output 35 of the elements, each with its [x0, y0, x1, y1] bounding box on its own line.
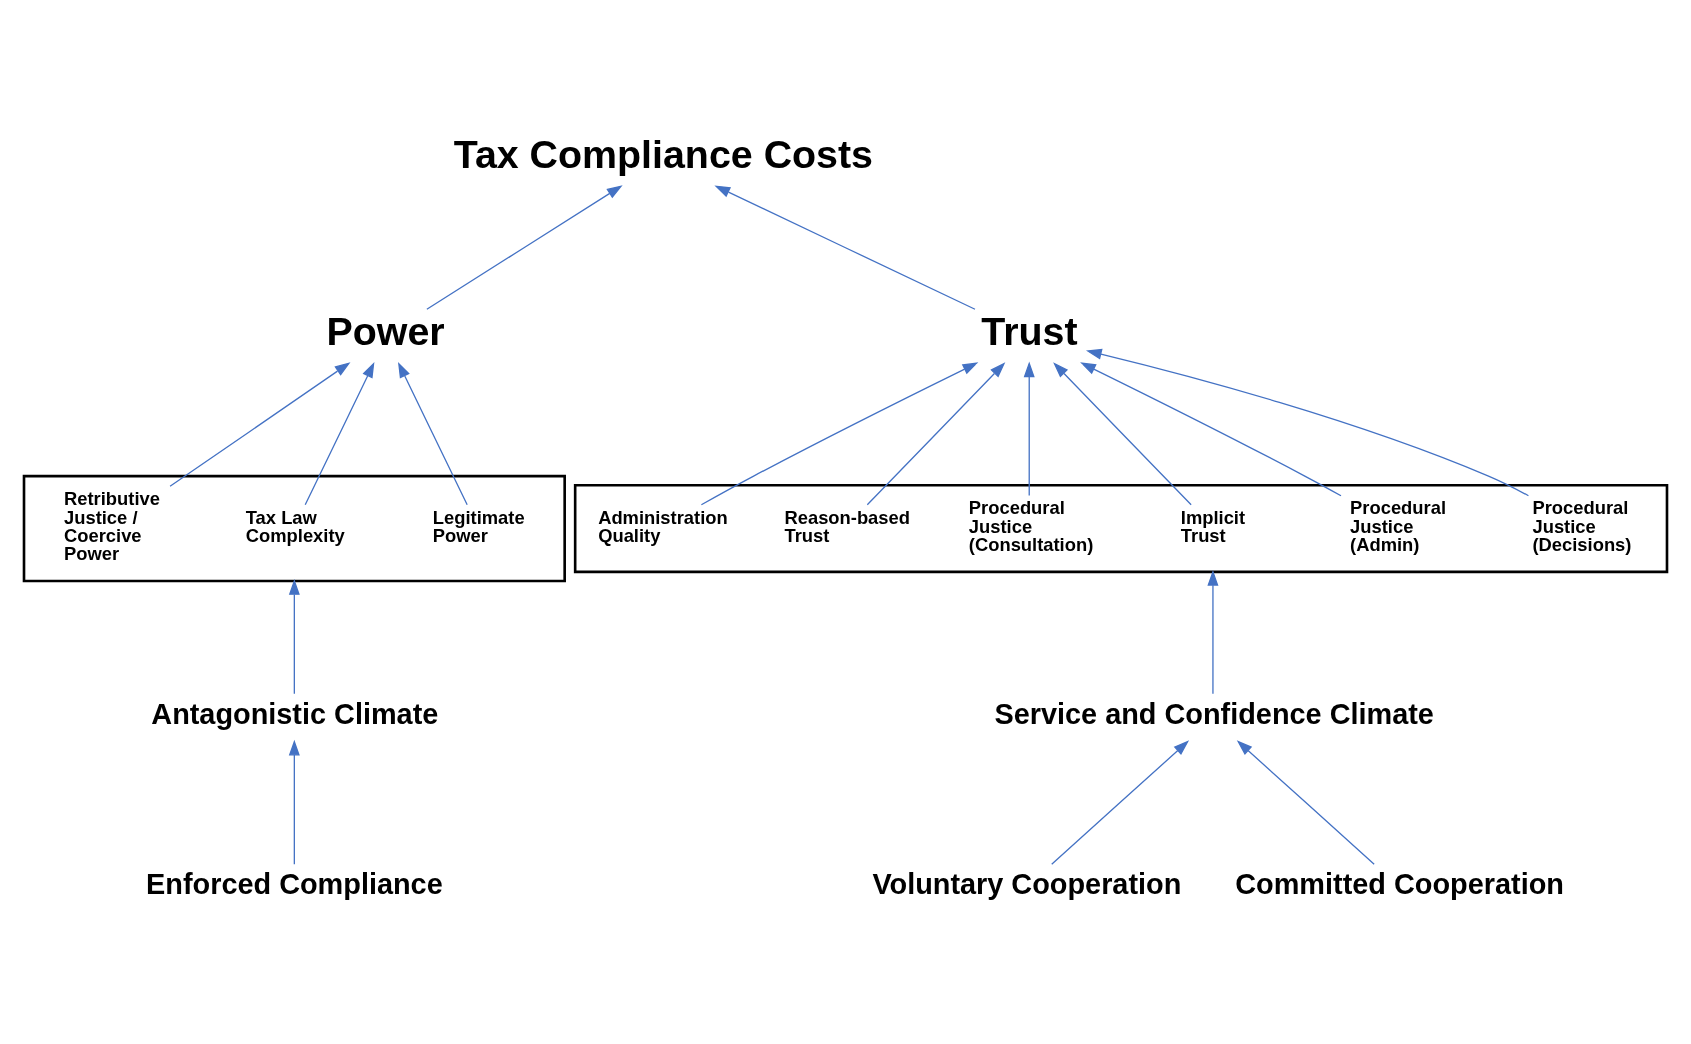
node-text: Reason-based Trust [784, 506, 910, 546]
arrow [398, 361, 468, 506]
node-text: Antagonistic Climate [151, 697, 439, 730]
cluster [573, 483, 1669, 574]
arrow [288, 579, 300, 695]
node-text: Enforced Compliance [146, 868, 443, 901]
arrow [1023, 361, 1035, 497]
arrow [426, 185, 623, 310]
node-text: Tax Law Complexity [245, 506, 345, 546]
node-text: Tax Compliance Costs [453, 131, 873, 176]
arrow [304, 361, 375, 506]
arrow [1207, 569, 1219, 695]
arrow [1051, 740, 1190, 865]
cluster [22, 474, 566, 583]
node-text: Procedural Justice (Consultation) [968, 497, 1094, 556]
arrow [700, 362, 979, 506]
node-text: Trust [981, 308, 1078, 353]
node-text: Procedural Justice (Admin) [1350, 497, 1446, 556]
node-text: Voluntary Cooperation [872, 868, 1182, 901]
arrow [169, 362, 351, 487]
arrow [1086, 348, 1530, 497]
arrow [866, 362, 1006, 506]
node-text: Committed Cooperation [1235, 868, 1564, 901]
node-text: Administration Quality [598, 506, 728, 546]
arrow [288, 739, 300, 865]
node-text: Power [326, 308, 445, 353]
node-text: Service and Confidence Climate [994, 697, 1434, 730]
node-text: Implicit Trust [1180, 506, 1246, 546]
node-text: Retributive Justice / Coercive Power [64, 488, 160, 565]
node-text: Procedural Justice (Decisions) [1532, 497, 1632, 556]
node-text: Legitimate Power [432, 506, 525, 546]
arrow [1080, 362, 1342, 497]
arrow [1236, 740, 1375, 865]
arrow [714, 185, 976, 310]
arrow [1053, 362, 1192, 506]
